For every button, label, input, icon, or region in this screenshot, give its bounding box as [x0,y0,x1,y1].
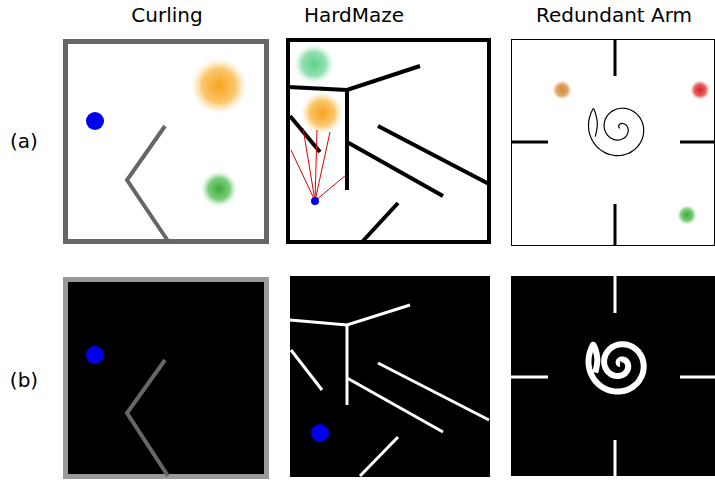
arm-path [588,108,643,155]
hardmaze-b [290,276,490,477]
hardmaze-a [288,40,489,242]
row-label: (a) [10,131,38,151]
row-label: (b) [10,370,38,390]
curling-b [66,280,267,477]
column-title: HardMaze [304,5,404,25]
arm-path [588,344,643,391]
redundant-arm-a [511,39,715,246]
redundant-arm-b [511,276,715,476]
curling-a [66,42,267,242]
column-title: Curling [131,5,202,25]
column-title: Redundant Arm [536,5,692,25]
